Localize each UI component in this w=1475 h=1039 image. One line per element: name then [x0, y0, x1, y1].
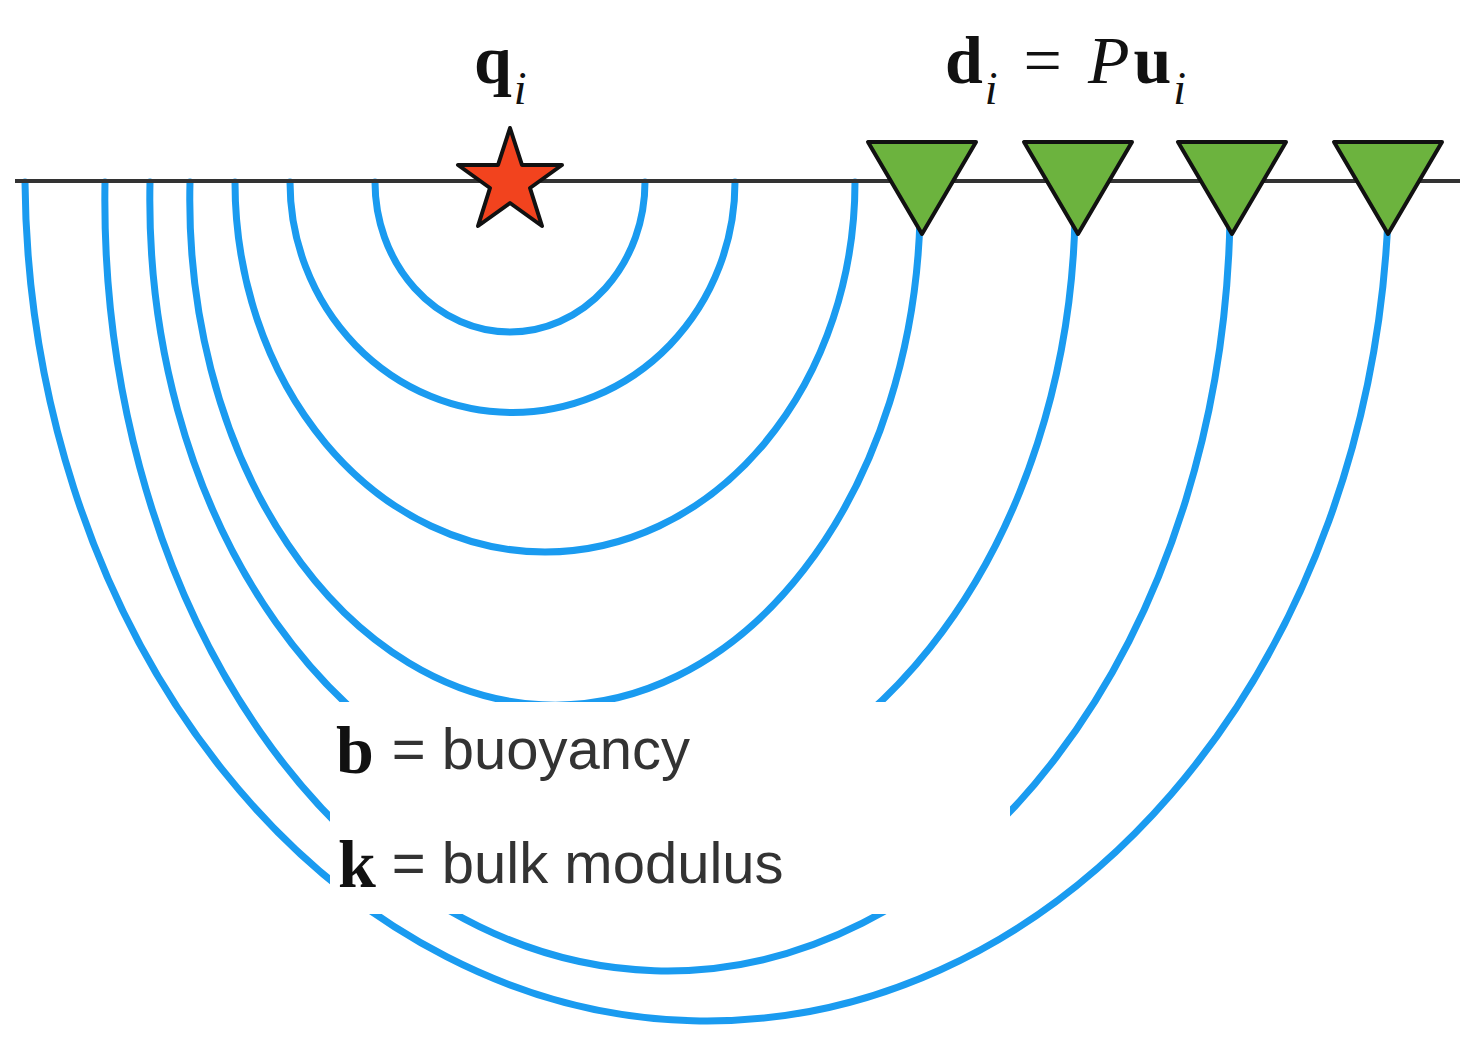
label-patch [330, 702, 1010, 914]
math-symbol: k [338, 830, 376, 898]
math-subscript: i [985, 66, 998, 112]
math-symbol: d [945, 26, 983, 94]
wavefront [190, 182, 920, 705]
math-symbol: P [1088, 26, 1130, 94]
math-symbol: b [336, 716, 374, 784]
math-subscript: i [514, 66, 527, 112]
parameter-label: = buoyancy [392, 720, 690, 778]
wavefronts [25, 182, 1388, 1021]
receiver-triangle [1024, 142, 1132, 234]
receiver-triangle [1178, 142, 1286, 234]
wavefront [105, 182, 1230, 971]
receivers [868, 142, 1442, 234]
receiver-triangle [1334, 142, 1442, 234]
wavefront [25, 182, 1388, 1021]
receiver-triangle [868, 142, 976, 234]
math-symbol: q [474, 26, 512, 94]
parameter-label: = bulk modulus [392, 834, 784, 892]
math-equals: = [1024, 26, 1062, 94]
math-symbol: u [1134, 26, 1172, 94]
math-subscript: i [1173, 66, 1186, 112]
wavefront [235, 182, 855, 552]
source-star [458, 128, 562, 226]
wavefront [290, 182, 735, 412]
